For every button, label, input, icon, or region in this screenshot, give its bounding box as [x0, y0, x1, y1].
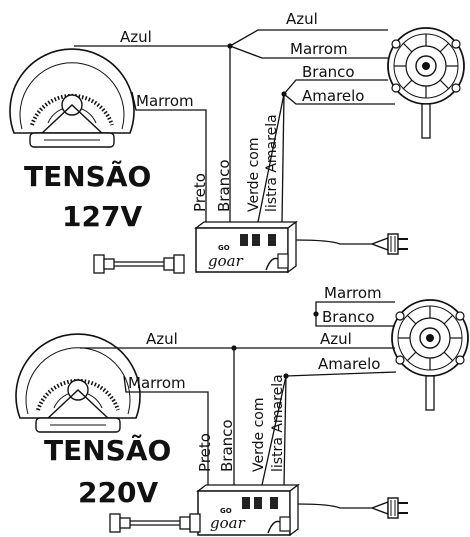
label-amarelo-motor: Amarelo: [318, 355, 380, 373]
brand-small: GO: [220, 507, 232, 515]
label-verde-line1: Verde com: [251, 398, 267, 472]
label-branco-motor: Branco: [302, 63, 355, 81]
label-marrom-meter: Marrom: [136, 92, 194, 110]
label-verde-line1: Verde com: [246, 138, 262, 212]
motor-icon: [387, 27, 465, 139]
label-branco: Branco: [218, 419, 236, 472]
label-amarelo-motor: Amarelo: [302, 87, 364, 105]
diagram-220v: Marrom Branco Azul Azul Amarelo Marrom P…: [13, 284, 469, 536]
power-cable: [295, 239, 372, 245]
label-azul-meter: Azul: [120, 28, 152, 46]
plug-icon: [371, 497, 409, 519]
brand-small: GO: [218, 244, 230, 252]
tension-word: TENSÃO: [44, 433, 171, 467]
label-marrom-motor: Marrom: [290, 40, 348, 58]
label-preto: Preto: [196, 433, 214, 472]
motor-icon: [391, 299, 469, 411]
label-azul-meter: Azul: [146, 330, 178, 348]
label-verde-line2: listra Amarela: [270, 374, 286, 472]
plug-icon: [371, 233, 409, 255]
label-branco-motor: Branco: [322, 308, 375, 326]
tension-value: 127V: [62, 200, 142, 233]
label-azul-motor: Azul: [320, 330, 352, 348]
label-marrom-motor: Marrom: [324, 284, 382, 302]
power-cable: [297, 503, 372, 509]
tension-value: 220V: [78, 476, 158, 509]
label-azul-motor: Azul: [286, 10, 318, 28]
label-marrom-meter: Marrom: [128, 374, 186, 392]
tension-word: TENSÃO: [24, 159, 151, 193]
brand-logo: goar: [210, 514, 246, 532]
brand-logo: goar: [208, 252, 244, 270]
dial-icon: [13, 332, 142, 434]
dial-icon: [7, 47, 136, 150]
hose-icon: [109, 513, 201, 533]
wires-127v: [74, 29, 395, 223]
label-branco: Branco: [215, 159, 233, 212]
diagram-127v: Azul Azul Marrom Branco Amarelo Marrom P…: [7, 10, 465, 274]
label-verde-line2: listra Amarela: [264, 114, 280, 212]
wires-220v: [80, 301, 397, 486]
label-preto: Preto: [191, 173, 209, 212]
hose-icon: [93, 254, 185, 274]
